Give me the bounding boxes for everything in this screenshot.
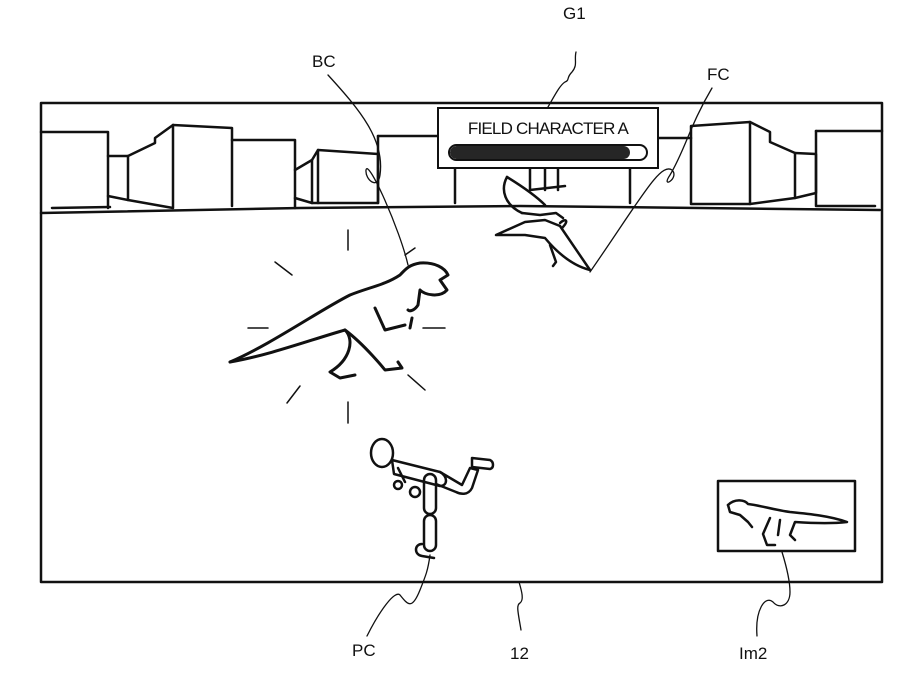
city-buildings-right [657, 120, 884, 208]
ref-label-fc: FC [707, 65, 730, 84]
leader-12 [517, 581, 523, 631]
horizon-lines [39, 204, 882, 215]
background-character-trex [228, 261, 450, 380]
ref-label-bc: BC [312, 52, 336, 71]
ref-label-g1: G1 [563, 4, 586, 23]
leader-fc [589, 87, 713, 273]
ref-label-im2: Im2 [739, 644, 768, 663]
leader-bc [327, 74, 409, 266]
field-character-pteranodon [494, 175, 592, 272]
player-character-runner [369, 437, 495, 560]
impact-emphasis-lines [247, 229, 446, 424]
health-bar-fill [450, 146, 631, 159]
city-buildings-left [39, 123, 440, 210]
leader-g1 [547, 51, 577, 108]
thumbnail-trex [726, 499, 849, 547]
ref-label-pc: PC [352, 641, 376, 660]
field-character-hud: FIELD CHARACTER A [437, 107, 659, 169]
leader-lines [327, 51, 791, 637]
thumbnail-frame [716, 479, 857, 553]
leader-pc [366, 554, 431, 637]
leader-im2 [756, 551, 791, 637]
hud-character-name: FIELD CHARACTER A [467, 119, 629, 138]
health-bar [448, 144, 648, 161]
city-buildings-center [453, 167, 632, 205]
ref-label-12: 12 [510, 644, 529, 663]
game-screen-frame [39, 101, 884, 584]
